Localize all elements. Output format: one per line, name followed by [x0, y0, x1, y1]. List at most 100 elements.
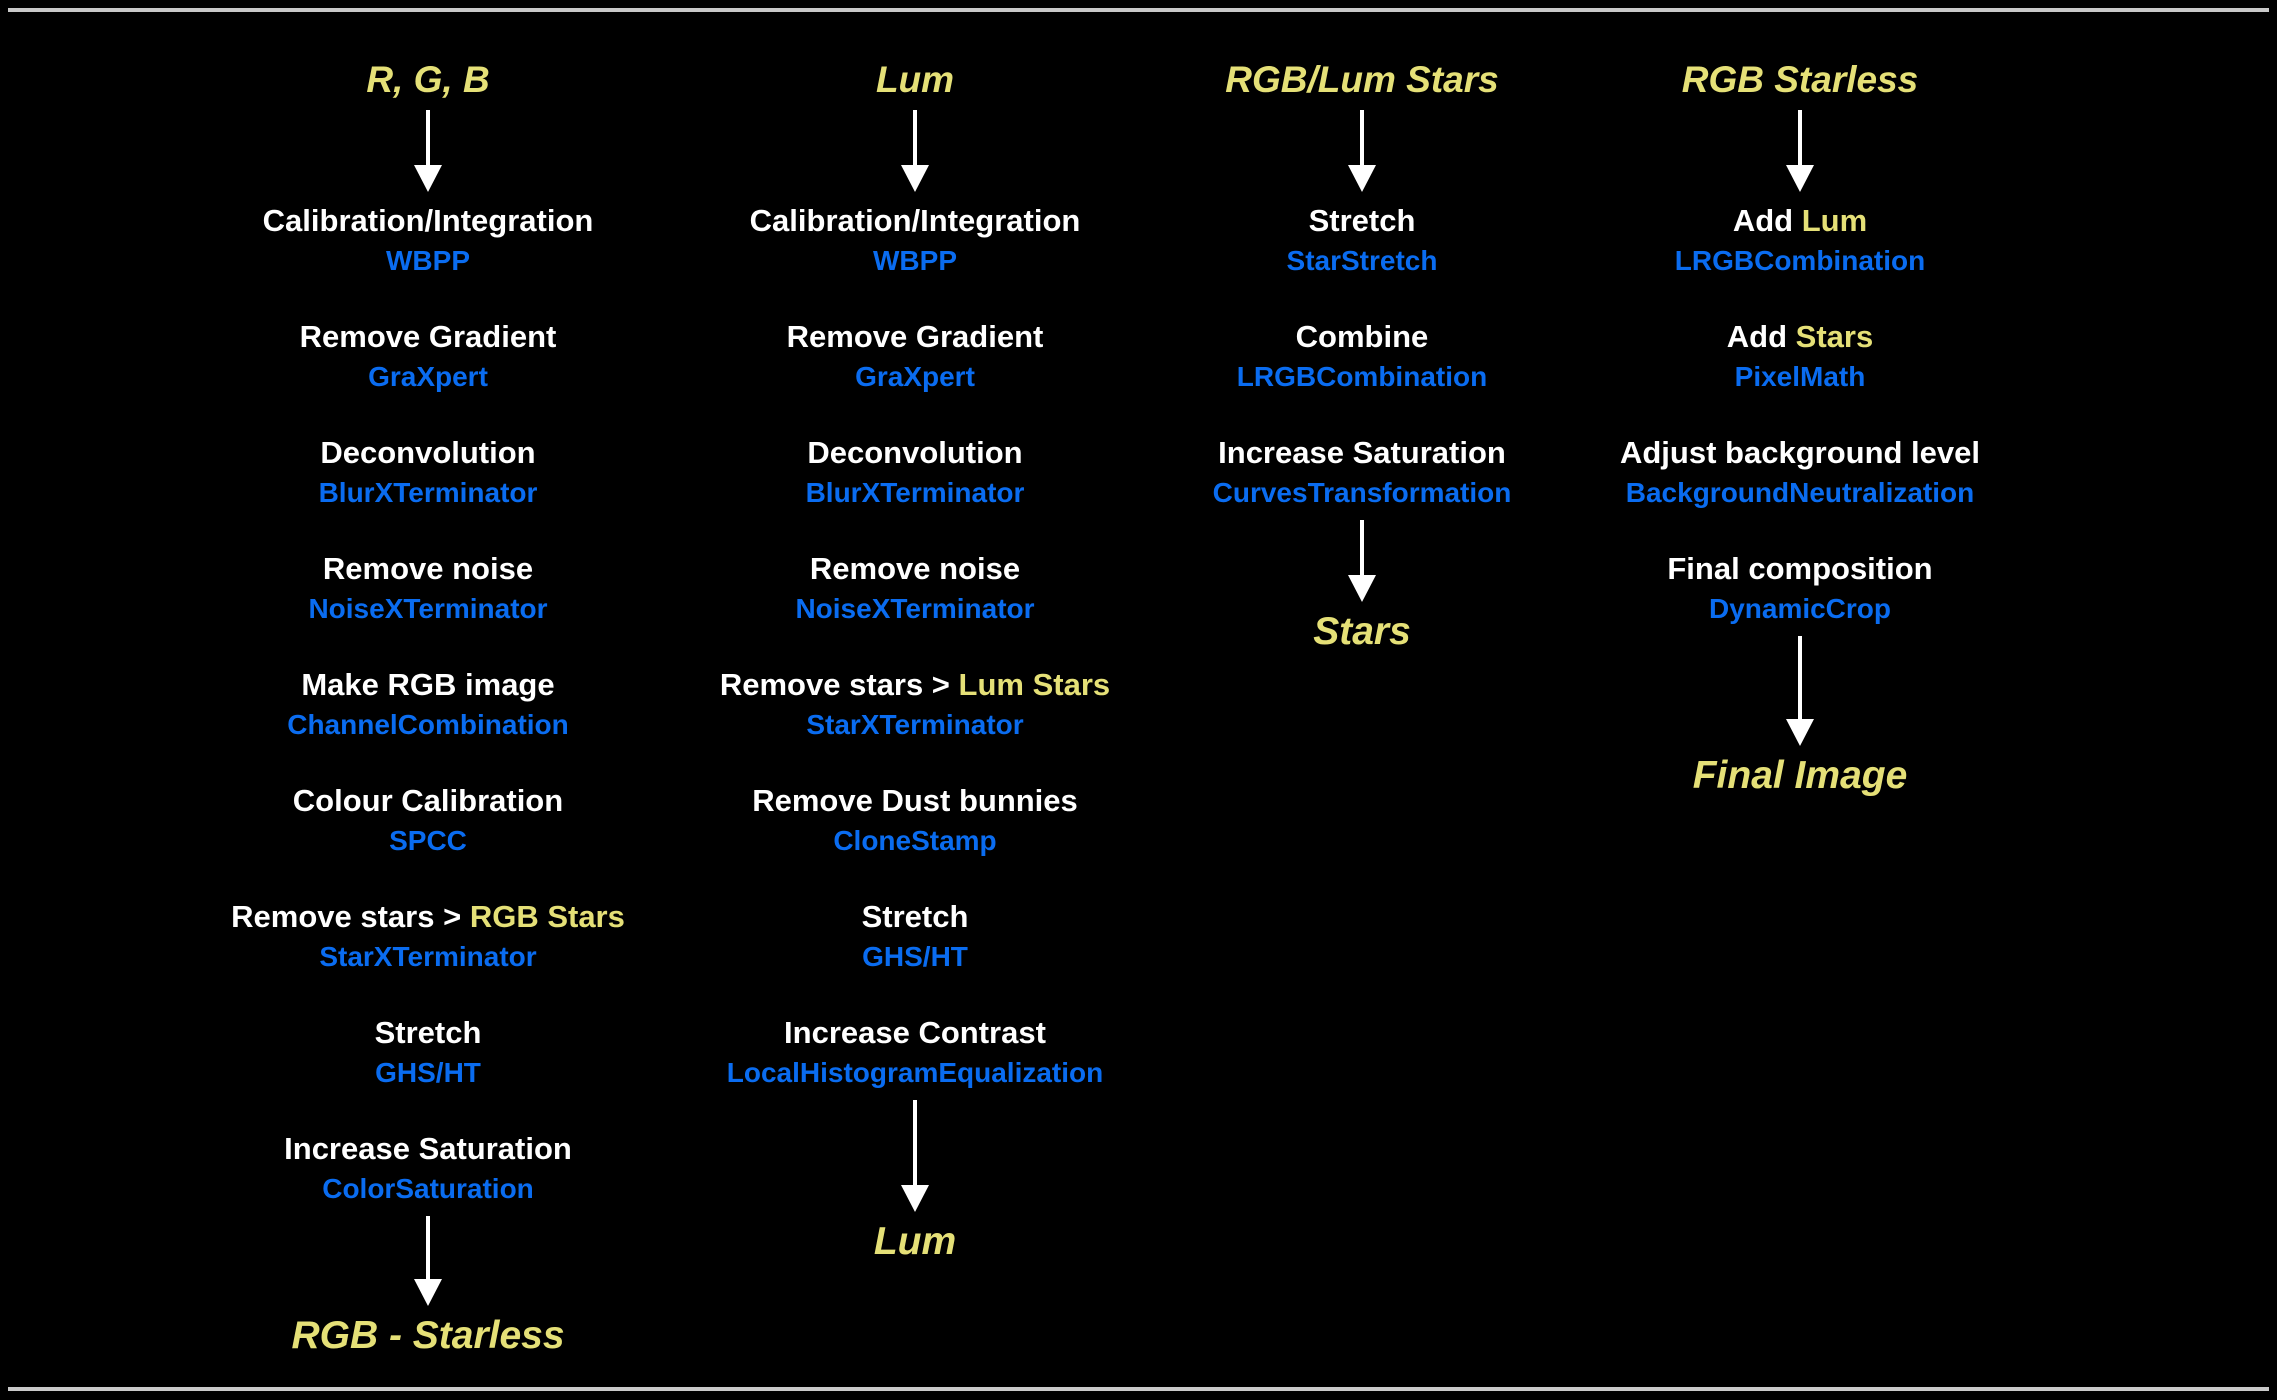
arrow-stem — [913, 110, 917, 165]
down-arrow-icon — [1786, 636, 1814, 746]
column-header: Lum — [875, 59, 955, 100]
arrow-head — [414, 165, 442, 192]
step-title: Remove stars > Lum Stars — [720, 665, 1110, 705]
step-tool: WBPP — [386, 245, 470, 276]
step-title: Adjust background level — [1620, 433, 1980, 473]
step-title-text: Remove noise — [809, 551, 1021, 586]
arrow-stem — [426, 110, 430, 165]
step-tool: ChannelCombination — [287, 709, 569, 740]
step-tool: BlurXTerminator — [318, 477, 538, 508]
step-title: Remove Gradient — [787, 317, 1044, 357]
arrow-stem — [426, 1216, 430, 1279]
step-title-text: Remove Dust bunnies — [752, 783, 1078, 818]
step-title-text: Increase Saturation — [1218, 435, 1506, 470]
arrow-head — [901, 165, 929, 192]
step-tool: BlurXTerminator — [805, 477, 1025, 508]
down-arrow-icon — [901, 110, 929, 192]
down-arrow-icon — [901, 1100, 929, 1212]
step-title-text: Deconvolution — [320, 435, 536, 470]
step-title: Stretch — [1287, 201, 1438, 241]
step-title: Deconvolution — [806, 433, 1025, 473]
arrow-head — [1786, 719, 1814, 746]
arrow-head — [414, 1279, 442, 1306]
step-title: Colour Calibration — [293, 781, 563, 821]
step-title-text: Stretch — [861, 899, 969, 934]
arrow-head — [1348, 575, 1376, 602]
step-title-text: Increase Contrast — [784, 1015, 1046, 1050]
step-title: Final composition — [1667, 549, 1932, 589]
column-header: R, G, B — [366, 59, 490, 100]
arrow-head — [1786, 165, 1814, 192]
step-tool: NoiseXTerminator — [795, 593, 1035, 624]
step-title: Calibration/Integration — [263, 201, 594, 241]
arrow-stem — [1798, 636, 1802, 719]
step-title-highlight: Lum Stars — [958, 667, 1111, 702]
step-title-text: Remove Gradient — [299, 319, 557, 354]
step-title: Add Lum — [1675, 201, 1925, 241]
step-title: Remove noise — [795, 549, 1034, 589]
step-title-text: Make RGB image — [301, 667, 555, 702]
arrow-stem — [1798, 110, 1802, 165]
step-title-text: Calibration/Integration — [262, 203, 594, 238]
step-title: Increase Contrast — [727, 1013, 1104, 1053]
step-title-highlight: RGB Stars — [469, 899, 625, 934]
step-title-text: Add — [1732, 203, 1802, 238]
step-tool: GHS/HT — [375, 1057, 481, 1088]
arrow-stem — [1360, 110, 1364, 165]
step-title-text: Increase Saturation — [284, 1131, 572, 1166]
arrow-head — [1348, 165, 1376, 192]
step-tool: ColorSaturation — [322, 1173, 534, 1204]
arrow-stem — [913, 1100, 917, 1185]
step-title: Remove Dust bunnies — [752, 781, 1078, 821]
step-tool: NoiseXTerminator — [308, 593, 548, 624]
step-title-text: Colour Calibration — [292, 783, 564, 818]
arrow-head — [901, 1185, 929, 1212]
down-arrow-icon — [1786, 110, 1814, 192]
step-tool: LocalHistogramEqualization — [726, 1057, 1104, 1088]
step-title: Stretch — [862, 897, 969, 937]
step-tool: BackgroundNeutralization — [1625, 477, 1975, 508]
step-title: Remove stars > RGB Stars — [231, 897, 625, 937]
step-title-text: Combine — [1295, 319, 1429, 354]
step-title-text: Calibration/Integration — [749, 203, 1081, 238]
step-tool: CurvesTransformation — [1212, 477, 1512, 508]
step-tool: DynamicCrop — [1708, 593, 1892, 624]
step-title: Combine — [1237, 317, 1487, 357]
step-title: Add Stars — [1727, 317, 1873, 357]
step-title-text: Remove stars > — [719, 667, 959, 702]
step-tool: PixelMath — [1734, 361, 1866, 392]
step-title: Remove Gradient — [300, 317, 557, 357]
step-title: Deconvolution — [319, 433, 538, 473]
column-header: RGB/Lum Stars — [1225, 59, 1499, 100]
step-title: Remove noise — [308, 549, 547, 589]
step-tool: GraXpert — [855, 361, 975, 392]
step-tool: CloneStamp — [833, 825, 997, 856]
terminal-label: Stars — [1313, 610, 1411, 653]
step-tool: StarXTerminator — [806, 709, 1024, 740]
step-title-text: Remove Gradient — [786, 319, 1044, 354]
step-tool: WBPP — [873, 245, 957, 276]
down-arrow-icon — [1348, 110, 1376, 192]
terminal-label: RGB - Starless — [291, 1314, 565, 1357]
step-title-text: Stretch — [1308, 203, 1416, 238]
